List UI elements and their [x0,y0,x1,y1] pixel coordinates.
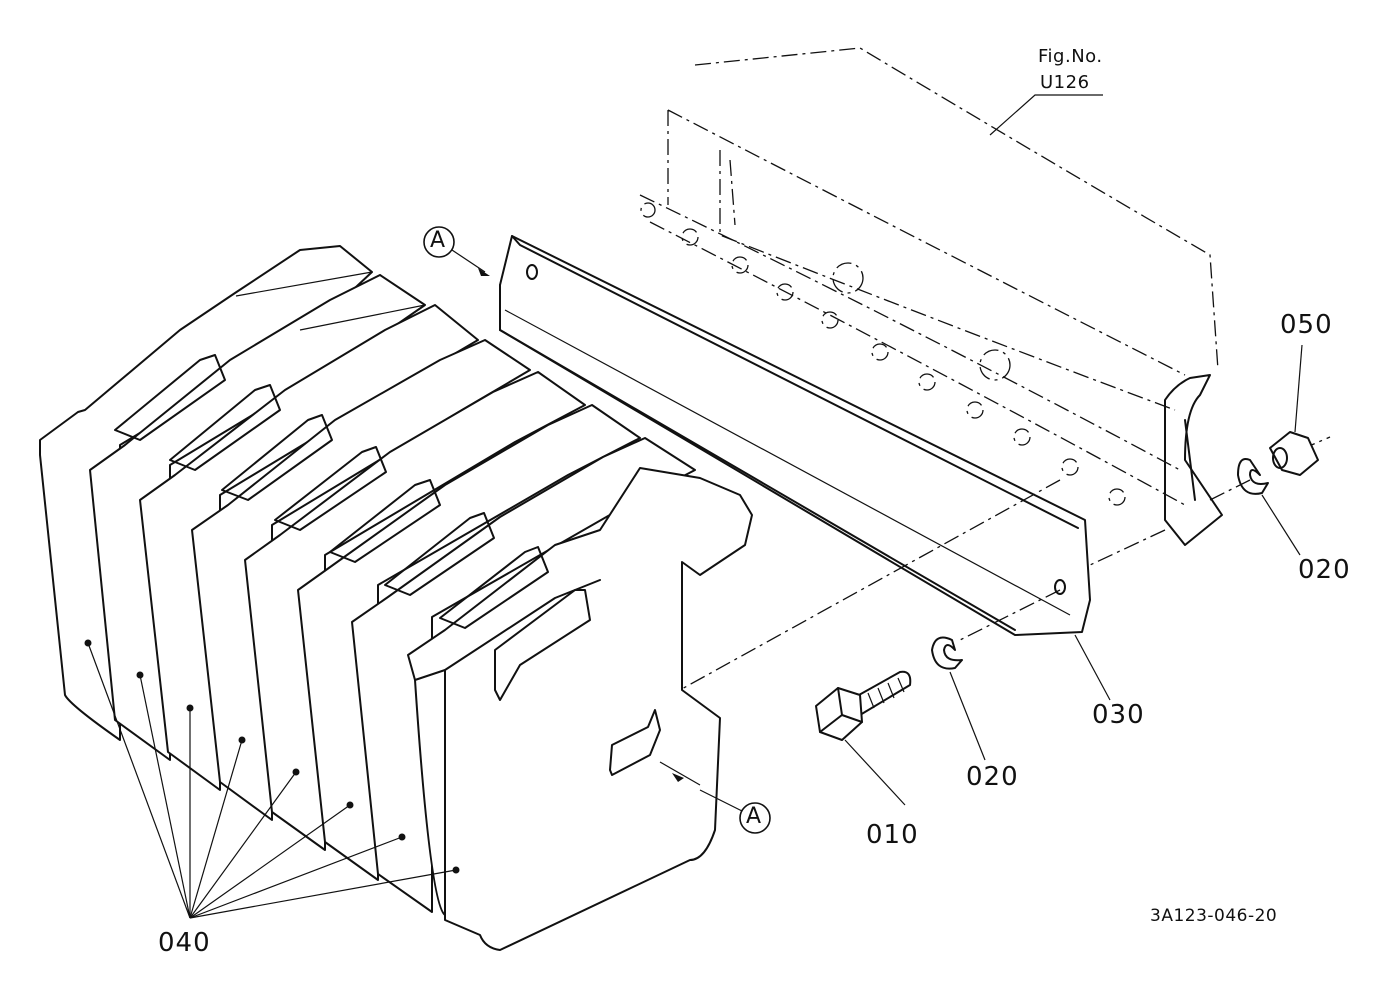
section-mark-top-label: A [430,228,447,253]
callout-050: 050 [1280,310,1333,340]
section-mark-top [423,226,490,276]
weights-040-leaders [84,639,460,919]
callout-030: 030 [1092,700,1145,730]
lock-washer-upper-drawing [1237,458,1301,556]
section-mark-bottom [659,761,771,834]
drawing-code: 3A123-046-20 [1150,906,1278,926]
bolt-010-drawing [815,670,912,806]
figure-ref-line1: Fig.No. [1038,46,1103,67]
section-mark-bottom-label: A [746,804,763,829]
figure-ref-line2: U126 [1040,72,1090,93]
bracket-030-drawing [499,235,1091,636]
callout-020-upper: 020 [1298,555,1351,585]
bracket-030-leader [1074,634,1111,701]
callout-010: 010 [866,820,919,850]
figure-ref-leader [989,94,1103,136]
callout-040: 040 [158,928,211,958]
weights-040-drawing [39,245,753,951]
lock-washer-lower-drawing [931,636,986,761]
callout-020-lower: 020 [966,762,1019,792]
nut-050-drawing [1269,344,1319,476]
frame-reference-outline [639,47,1223,546]
weight-handle-slots [114,354,591,701]
